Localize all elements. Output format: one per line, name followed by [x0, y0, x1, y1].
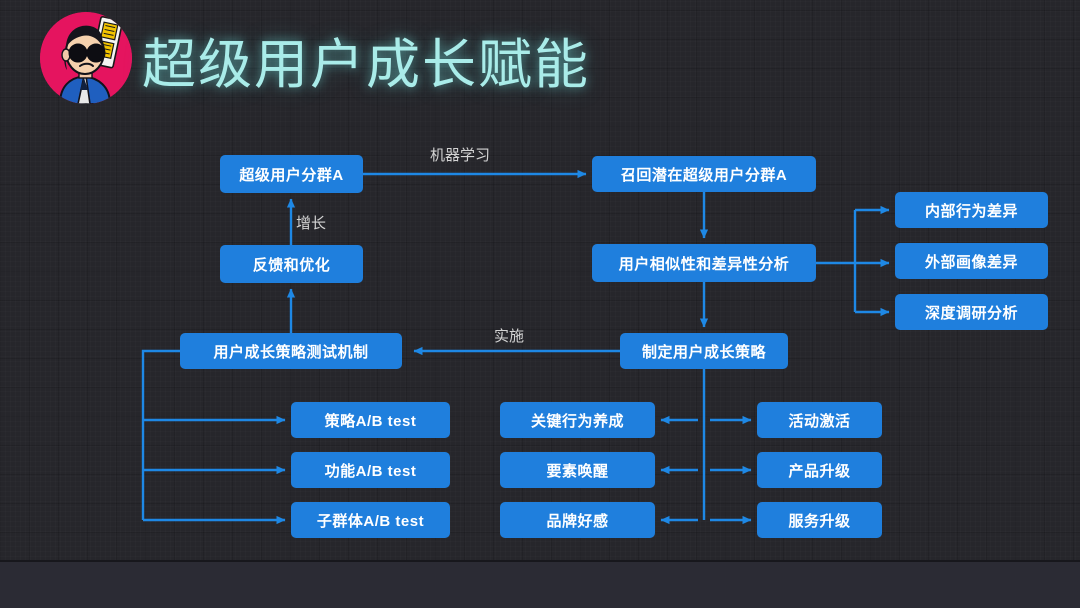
node-brand-affinity[interactable]: 品牌好感 — [500, 502, 655, 538]
edge-label-implement: 实施 — [494, 327, 525, 345]
node-deep-research-analysis[interactable]: 深度调研分析 — [895, 294, 1048, 330]
node-feature-ab-test[interactable]: 功能A/B test — [291, 452, 450, 488]
page-title: 超级用户成长赋能 — [142, 33, 590, 96]
node-key-behavior-forming[interactable]: 关键行为养成 — [500, 402, 655, 438]
node-subgroup-ab-test[interactable]: 子群体A/B test — [291, 502, 450, 538]
node-campaign-activation[interactable]: 活动激活 — [757, 402, 882, 438]
bottom-divider — [0, 560, 1080, 562]
node-element-awakening[interactable]: 要素唤醒 — [500, 452, 655, 488]
edge-label-growth: 增长 — [296, 214, 327, 232]
node-growth-strategy-test[interactable]: 用户成长策略测试机制 — [180, 333, 402, 369]
node-strategy-ab-test[interactable]: 策略A/B test — [291, 402, 450, 438]
node-feedback-and-optimize[interactable]: 反馈和优化 — [220, 245, 363, 283]
avatar-logo — [40, 12, 132, 104]
node-super-user-group-a[interactable]: 超级用户分群A — [220, 155, 363, 193]
node-make-growth-strategy[interactable]: 制定用户成长策略 — [620, 333, 788, 369]
node-internal-behavior-diff[interactable]: 内部行为差异 — [895, 192, 1048, 228]
node-similarity-diff-analysis[interactable]: 用户相似性和差异性分析 — [592, 244, 816, 282]
slide-header: 超级用户成长赋能 — [0, 0, 1080, 120]
node-product-upgrade[interactable]: 产品升级 — [757, 452, 882, 488]
bottom-band — [0, 562, 1080, 608]
node-service-upgrade[interactable]: 服务升级 — [757, 502, 882, 538]
edge-test-spine — [141, 349, 180, 520]
node-external-profile-diff[interactable]: 外部画像差异 — [895, 243, 1048, 279]
edge-label-machine-learning: 机器学习 — [430, 146, 491, 164]
node-recall-potential-group-a[interactable]: 召回潜在超级用户分群A — [592, 156, 816, 192]
avatar-logo-icon — [40, 12, 132, 104]
